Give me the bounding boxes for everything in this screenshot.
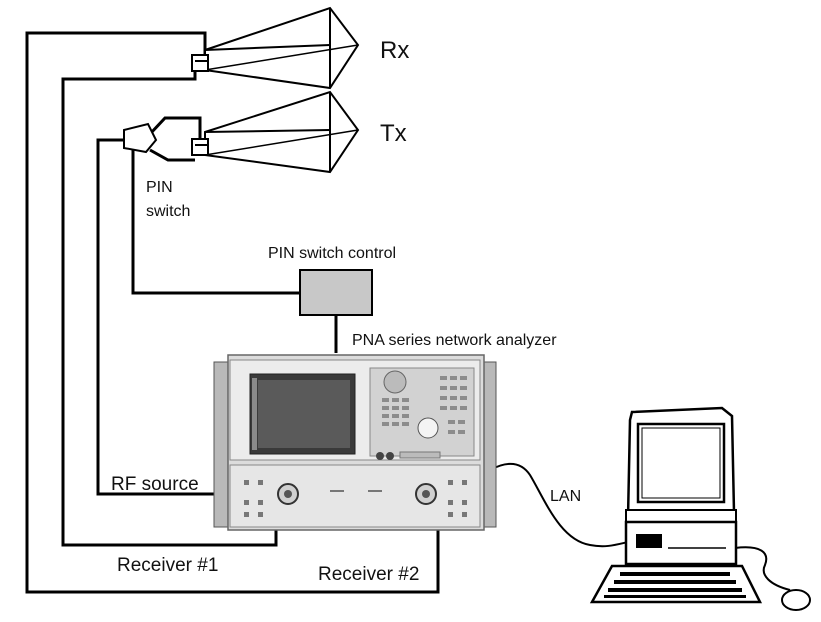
cable-pin-switch-to-tx	[148, 116, 202, 142]
cable-pin-control-to-pin-switch	[131, 150, 300, 295]
tx-horn-antenna-icon	[191, 90, 360, 174]
tx-label: Tx	[380, 120, 407, 147]
cable-pin-switch-to-rx	[149, 148, 195, 162]
cable-rx-to-receiver-1	[61, 68, 278, 547]
pna-analyzer-label: PNA series network analyzer	[352, 332, 557, 349]
receiver-2-label: Receiver #2	[318, 564, 419, 585]
pin-switch-label-line1: PIN	[146, 179, 173, 196]
pin-switch-control-label: PIN switch control	[268, 245, 396, 262]
lan-label: LAN	[550, 488, 581, 505]
pin-switch-control-box	[299, 269, 373, 316]
rx-label: Rx	[380, 37, 409, 64]
mouse-cable	[734, 546, 791, 591]
pin-switch-icon	[123, 122, 158, 154]
receiver-1-label: Receiver #1	[117, 555, 218, 576]
desktop-computer-icon	[589, 406, 811, 611]
cable-rx-to-receiver-2	[25, 31, 440, 594]
rx-horn-antenna-icon	[191, 6, 360, 90]
pin-switch-label-line2: switch	[146, 203, 190, 220]
network-analyzer-icon	[213, 354, 497, 531]
lan-cable	[489, 462, 629, 548]
rf-source-label: RF source	[111, 474, 199, 495]
